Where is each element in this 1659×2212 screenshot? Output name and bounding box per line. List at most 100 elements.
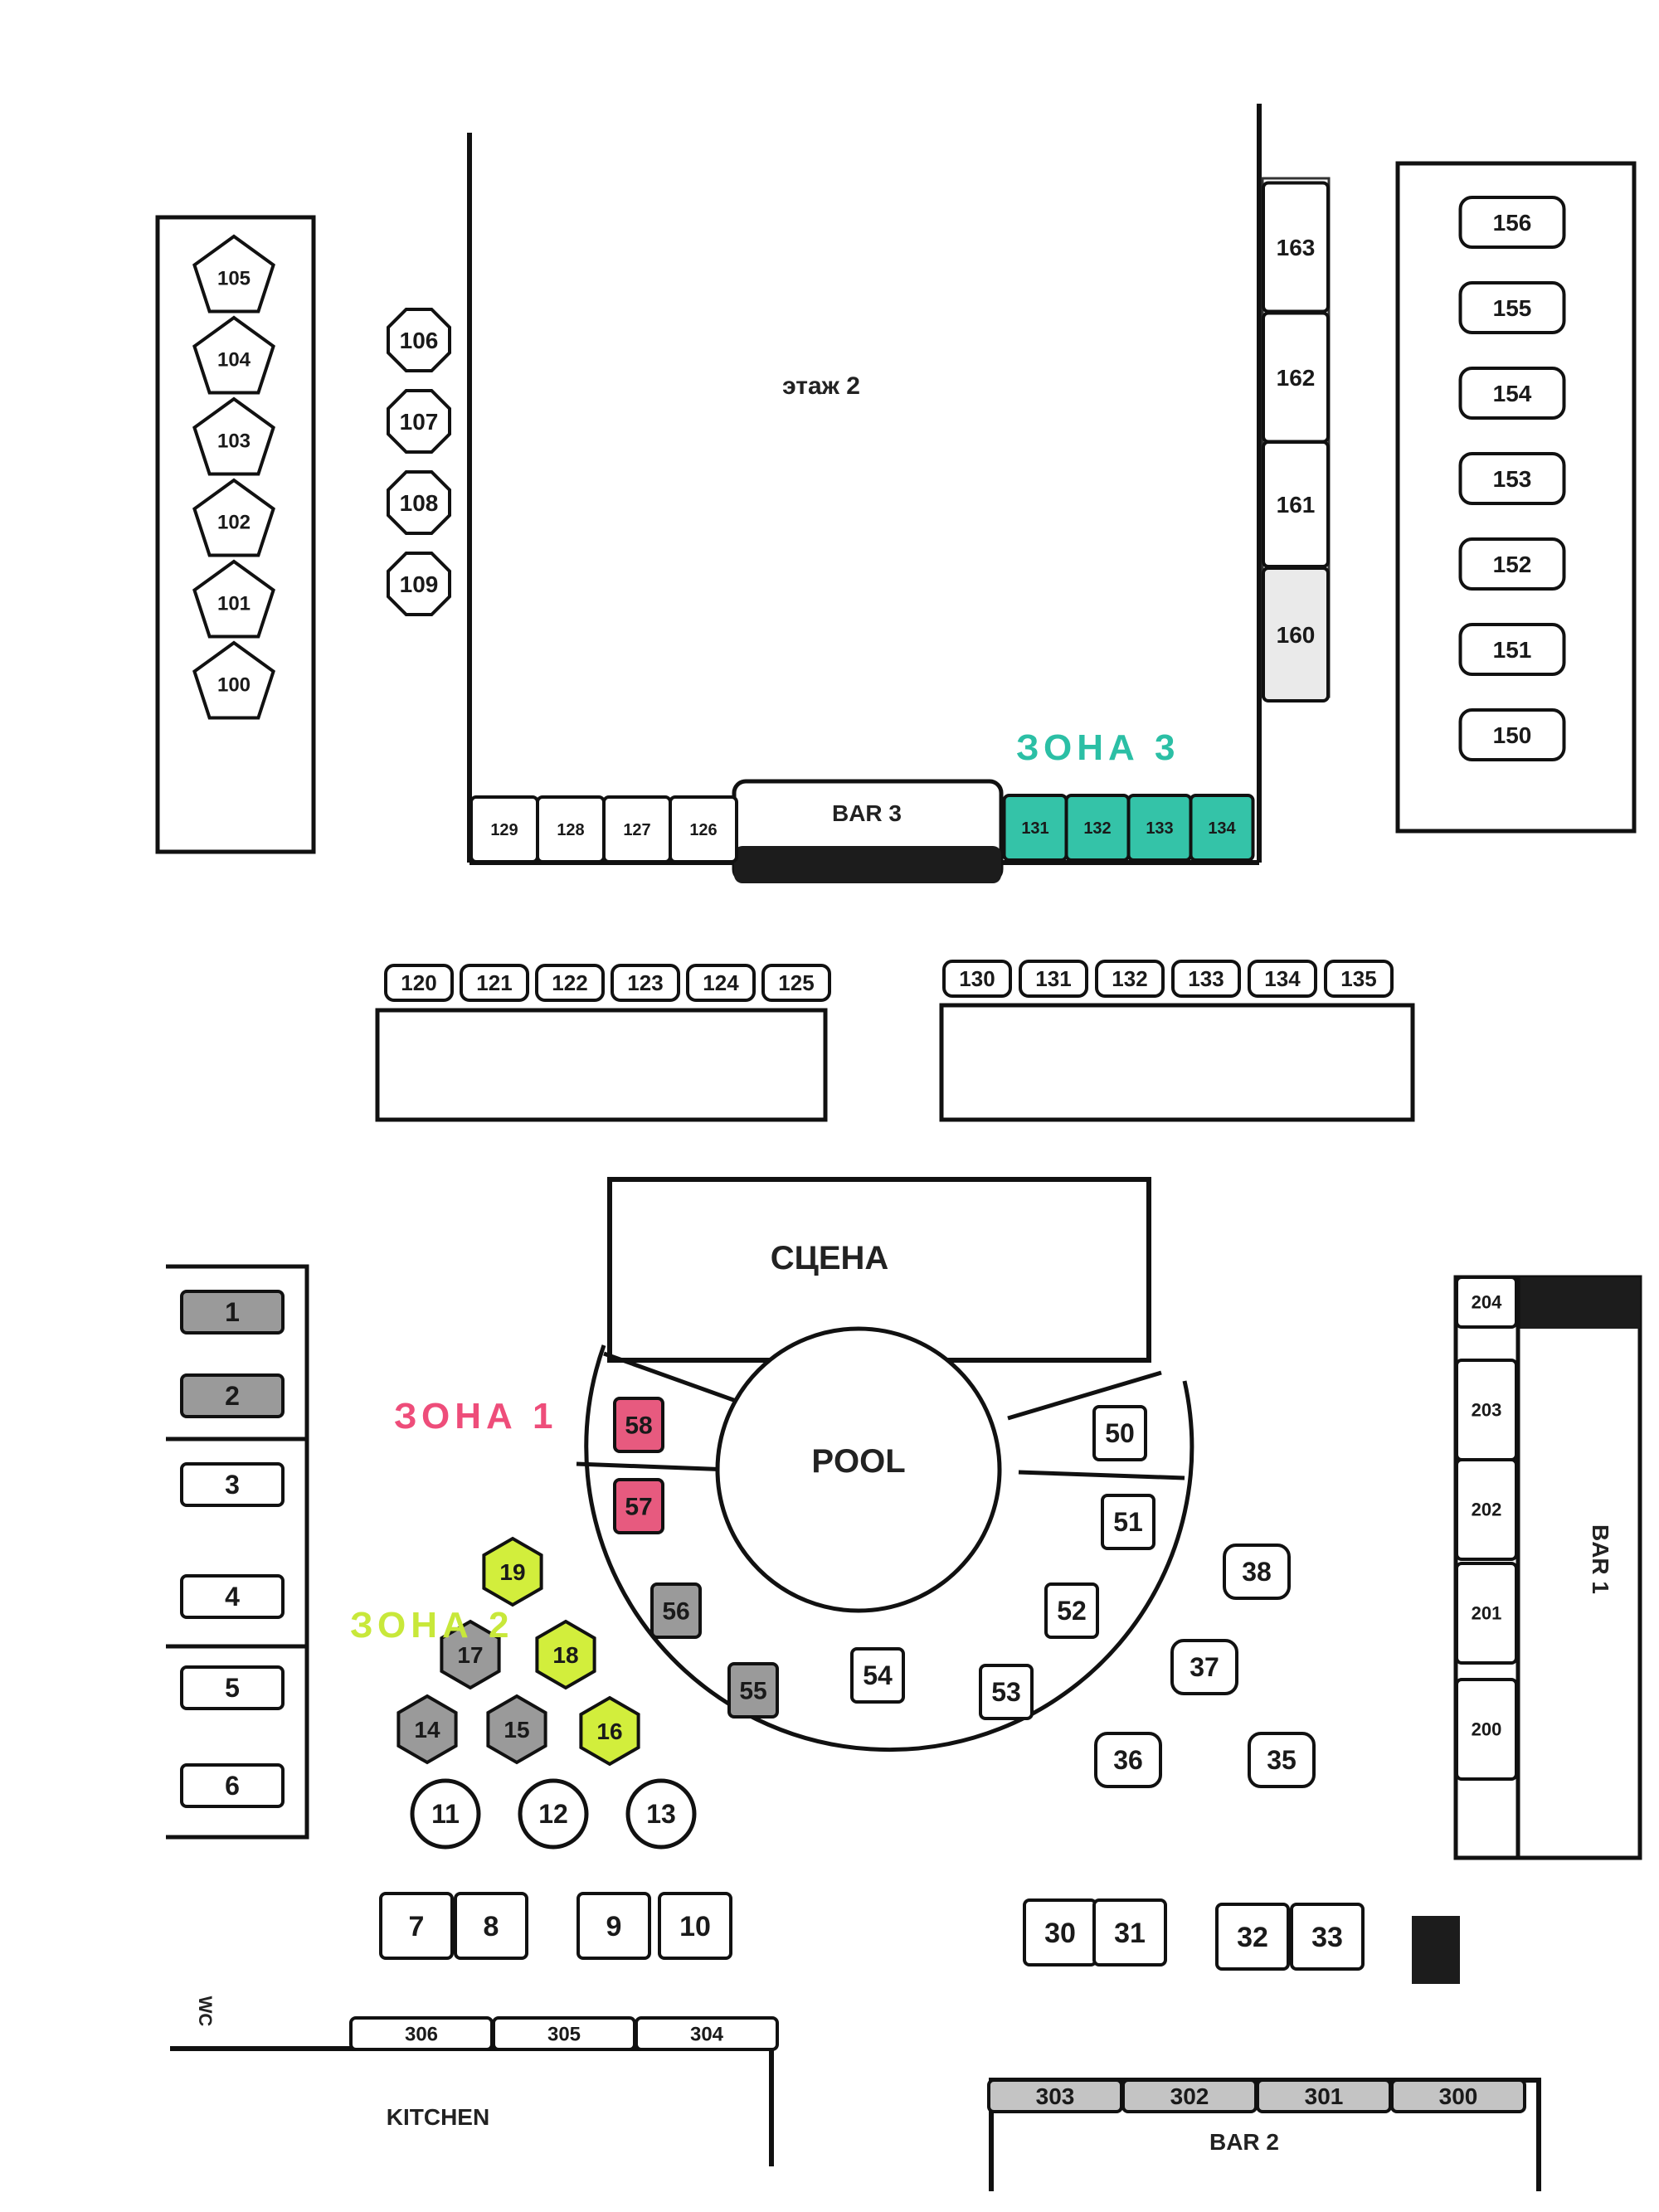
table-33[interactable]: 33 bbox=[1290, 1903, 1365, 1971]
table-135[interactable]: 135 bbox=[1324, 960, 1394, 998]
table-15[interactable]: 15 bbox=[486, 1694, 547, 1765]
table-16[interactable]: 16 bbox=[579, 1695, 640, 1767]
table-57[interactable]: 57 bbox=[613, 1478, 664, 1534]
table-35[interactable]: 35 bbox=[1248, 1732, 1316, 1788]
tables: 1051041031021011001061071081091631621611… bbox=[180, 181, 1566, 2113]
table-6[interactable]: 6 bbox=[180, 1763, 285, 1808]
table-58[interactable]: 58 bbox=[613, 1397, 664, 1453]
table-30[interactable]: 30 bbox=[1023, 1898, 1097, 1966]
table-109[interactable]: 109 bbox=[387, 552, 451, 616]
table-134[interactable]: 134 bbox=[1248, 960, 1317, 998]
table-200[interactable]: 200 bbox=[1455, 1678, 1518, 1781]
table-32[interactable]: 32 bbox=[1215, 1903, 1290, 1971]
table-54[interactable]: 54 bbox=[850, 1647, 905, 1704]
table-13[interactable]: 13 bbox=[625, 1778, 697, 1850]
table-156[interactable]: 156 bbox=[1458, 196, 1566, 249]
svg-text:127: 127 bbox=[623, 821, 650, 839]
svg-text:107: 107 bbox=[400, 409, 439, 435]
wc-label: WC bbox=[195, 1996, 216, 2027]
table-18[interactable]: 18 bbox=[535, 1619, 596, 1690]
table-151[interactable]: 151 bbox=[1458, 623, 1566, 676]
table-153[interactable]: 153 bbox=[1458, 452, 1566, 505]
table-129[interactable]: 129 bbox=[469, 795, 539, 863]
table-132[interactable]: 132 bbox=[1095, 960, 1165, 998]
table-300[interactable]: 300 bbox=[1390, 2078, 1526, 2113]
table-120[interactable]: 120 bbox=[384, 964, 454, 1002]
table-55[interactable]: 55 bbox=[727, 1662, 779, 1719]
table-202[interactable]: 202 bbox=[1455, 1458, 1518, 1561]
table-302[interactable]: 302 bbox=[1121, 2078, 1258, 2113]
table-19[interactable]: 19 bbox=[482, 1536, 543, 1607]
table-128[interactable]: 128 bbox=[536, 795, 606, 863]
table-31[interactable]: 31 bbox=[1092, 1898, 1167, 1966]
table-162[interactable]: 162 bbox=[1262, 311, 1330, 444]
table-121[interactable]: 121 bbox=[460, 964, 529, 1002]
table-305[interactable]: 305 bbox=[492, 2016, 636, 2051]
table-103[interactable]: 103 bbox=[192, 396, 275, 476]
table-102[interactable]: 102 bbox=[192, 478, 275, 557]
table-152[interactable]: 152 bbox=[1458, 537, 1566, 591]
svg-text:19: 19 bbox=[499, 1559, 525, 1585]
svg-text:306: 306 bbox=[405, 2023, 438, 2045]
table-38[interactable]: 38 bbox=[1223, 1544, 1291, 1600]
table-122[interactable]: 122 bbox=[535, 964, 605, 1002]
table-203[interactable]: 203 bbox=[1455, 1359, 1518, 1461]
table-52[interactable]: 52 bbox=[1044, 1582, 1099, 1639]
table-4[interactable]: 4 bbox=[180, 1574, 285, 1619]
table-133[interactable]: 133 bbox=[1126, 794, 1193, 862]
table-7[interactable]: 7 bbox=[379, 1892, 454, 1960]
table-14[interactable]: 14 bbox=[397, 1694, 458, 1765]
table-127[interactable]: 127 bbox=[602, 795, 672, 863]
bar2-label: BAR 2 bbox=[1209, 2129, 1279, 2155]
table-100[interactable]: 100 bbox=[192, 640, 275, 720]
table-304[interactable]: 304 bbox=[635, 2016, 779, 2051]
table-1[interactable]: 1 bbox=[180, 1290, 285, 1334]
table-301[interactable]: 301 bbox=[1256, 2078, 1392, 2113]
table-9[interactable]: 9 bbox=[577, 1892, 651, 1960]
table-50[interactable]: 50 bbox=[1092, 1405, 1147, 1461]
table-161[interactable]: 161 bbox=[1262, 440, 1330, 568]
table-306[interactable]: 306 bbox=[349, 2016, 494, 2051]
svg-text:56: 56 bbox=[662, 1598, 689, 1626]
table-133[interactable]: 133 bbox=[1171, 960, 1241, 998]
table-131[interactable]: 131 bbox=[1002, 794, 1068, 862]
table-10[interactable]: 10 bbox=[658, 1892, 732, 1960]
table-11[interactable]: 11 bbox=[410, 1778, 481, 1850]
table-8[interactable]: 8 bbox=[454, 1892, 528, 1960]
table-160[interactable]: 160 bbox=[1262, 566, 1330, 702]
table-17[interactable]: 17 bbox=[440, 1619, 501, 1690]
table-37[interactable]: 37 bbox=[1170, 1639, 1238, 1695]
table-126[interactable]: 126 bbox=[669, 795, 738, 863]
table-51[interactable]: 51 bbox=[1101, 1494, 1155, 1550]
table-36[interactable]: 36 bbox=[1094, 1732, 1162, 1788]
table-163[interactable]: 163 bbox=[1262, 181, 1330, 314]
table-108[interactable]: 108 bbox=[387, 470, 451, 535]
table-125[interactable]: 125 bbox=[761, 964, 831, 1002]
table-155[interactable]: 155 bbox=[1458, 281, 1566, 334]
table-130[interactable]: 130 bbox=[942, 960, 1012, 998]
table-2[interactable]: 2 bbox=[180, 1373, 285, 1418]
table-134[interactable]: 134 bbox=[1189, 794, 1255, 862]
table-56[interactable]: 56 bbox=[650, 1582, 702, 1639]
svg-text:150: 150 bbox=[1493, 722, 1532, 748]
table-123[interactable]: 123 bbox=[611, 964, 680, 1002]
svg-text:53: 53 bbox=[991, 1677, 1021, 1707]
table-124[interactable]: 124 bbox=[686, 964, 756, 1002]
table-154[interactable]: 154 bbox=[1458, 367, 1566, 420]
table-3[interactable]: 3 bbox=[180, 1462, 285, 1507]
table-303[interactable]: 303 bbox=[987, 2078, 1123, 2113]
table-12[interactable]: 12 bbox=[518, 1778, 589, 1850]
table-201[interactable]: 201 bbox=[1455, 1562, 1518, 1665]
table-107[interactable]: 107 bbox=[387, 389, 451, 454]
table-5[interactable]: 5 bbox=[180, 1665, 285, 1710]
table-150[interactable]: 150 bbox=[1458, 708, 1566, 761]
table-204[interactable]: 204 bbox=[1455, 1276, 1518, 1329]
table-53[interactable]: 53 bbox=[979, 1664, 1034, 1720]
table-131[interactable]: 131 bbox=[1019, 960, 1088, 998]
table-106[interactable]: 106 bbox=[387, 308, 451, 372]
table-105[interactable]: 105 bbox=[192, 234, 275, 314]
svg-text:106: 106 bbox=[400, 328, 439, 353]
table-104[interactable]: 104 bbox=[192, 315, 275, 395]
table-101[interactable]: 101 bbox=[192, 559, 275, 639]
table-132[interactable]: 132 bbox=[1064, 794, 1131, 862]
